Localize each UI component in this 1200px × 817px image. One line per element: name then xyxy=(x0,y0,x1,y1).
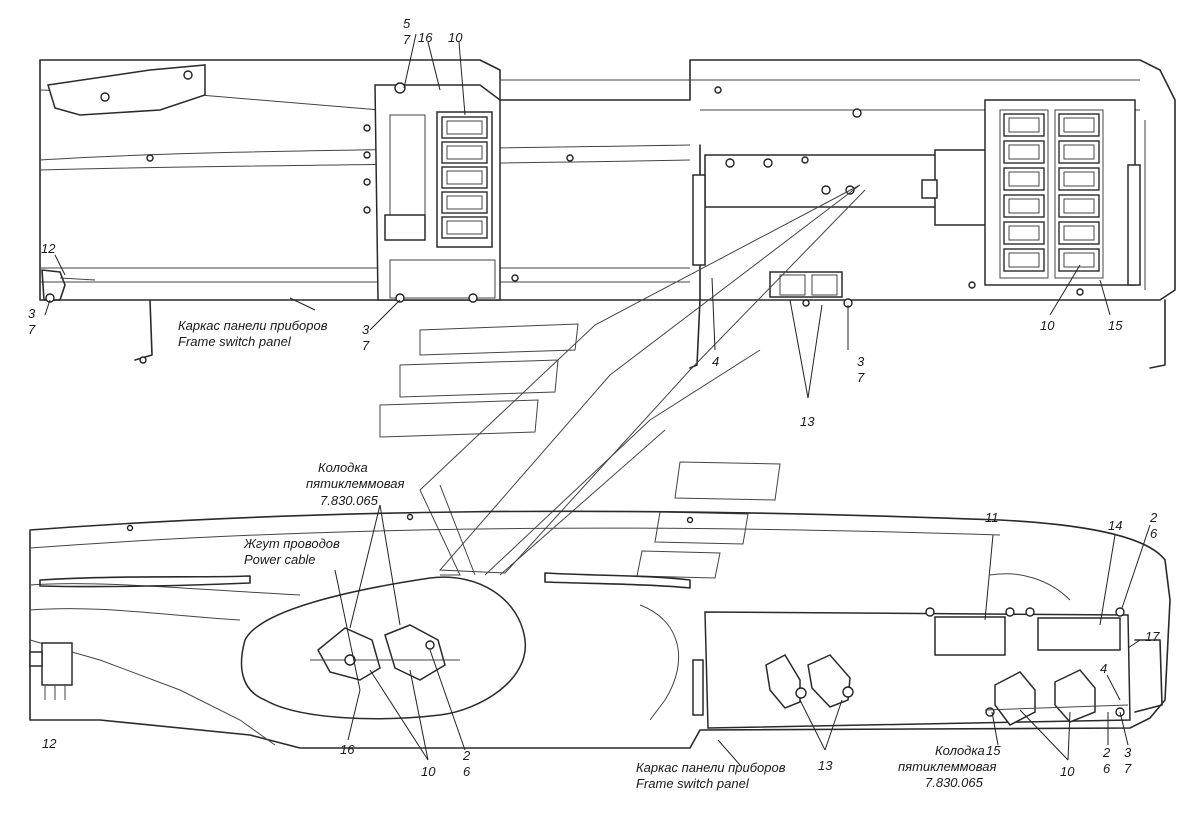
switch-key xyxy=(1008,252,1040,268)
switch-cell xyxy=(1003,248,1045,272)
switch-column-right-2 xyxy=(1058,113,1100,272)
bottom-frame xyxy=(29,510,1171,749)
callout-10: 10 xyxy=(1040,318,1055,333)
switch-key xyxy=(1063,144,1095,160)
harness-label-ru: Жгут проводов xyxy=(243,536,340,551)
switch-cell xyxy=(1003,167,1045,191)
connector-label-ru-1: Колодка xyxy=(318,460,368,475)
switch-cell xyxy=(1003,140,1045,164)
callout-15: 15 xyxy=(986,743,1001,758)
connector-label-ru-2: пятиклеммовая xyxy=(306,476,404,491)
connector2-label-ru-1: Колодка xyxy=(935,743,985,758)
callout-7: 7 xyxy=(857,370,865,385)
callout-4: 4 xyxy=(712,354,719,369)
switch-cell xyxy=(1058,113,1100,137)
switch-cell xyxy=(441,216,488,239)
frame-label-ru-bottom: Каркас панели приборов xyxy=(636,760,786,775)
bottom-right-box xyxy=(692,607,1163,729)
switch-key xyxy=(1008,144,1040,160)
leader-lines xyxy=(44,33,1151,766)
callout-6: 6 xyxy=(1103,761,1111,776)
switch-cell xyxy=(1058,221,1100,245)
switch-key xyxy=(1008,198,1040,214)
callout-7: 7 xyxy=(28,322,36,337)
frame-label-en-top: Frame switch panel xyxy=(178,334,292,349)
connector2-label-ru-2: пятиклеммовая xyxy=(898,759,996,774)
switch-key xyxy=(446,170,483,185)
switch-key xyxy=(1008,117,1040,133)
switch-key xyxy=(1063,225,1095,241)
harness-label-en: Power cable xyxy=(244,552,316,567)
top-right-panel xyxy=(689,86,1166,369)
callout-16: 16 xyxy=(418,30,433,45)
frame-label-en-bottom: Frame switch panel xyxy=(636,776,750,791)
callout-13: 13 xyxy=(800,414,815,429)
frame-label-ru-top: Каркас панели приборов xyxy=(178,318,328,333)
callout-15: 15 xyxy=(1108,318,1123,333)
switch-key xyxy=(446,220,483,235)
switch-cell xyxy=(441,191,488,214)
callout-11: 11 xyxy=(985,510,999,525)
switch-key xyxy=(446,145,483,160)
view-arrow xyxy=(379,184,866,579)
switch-cell xyxy=(441,116,488,139)
callout-6: 6 xyxy=(463,764,471,779)
callout-6: 6 xyxy=(1150,526,1158,541)
switch-cell xyxy=(1058,194,1100,218)
callout-10: 10 xyxy=(448,30,463,45)
switch-cell xyxy=(1058,140,1100,164)
callout-3: 3 xyxy=(362,322,370,337)
switch-key xyxy=(1063,117,1095,133)
switch-column-left xyxy=(441,116,488,239)
switch-column-right-1 xyxy=(1003,113,1045,272)
switch-key xyxy=(1008,171,1040,187)
connector2-label-code: 7.830.065 xyxy=(925,775,984,790)
switch-key xyxy=(1063,198,1095,214)
switch-key xyxy=(1063,171,1095,187)
callout-7: 7 xyxy=(362,338,370,353)
callout-14: 14 xyxy=(1108,518,1122,533)
callout-5: 5 xyxy=(403,16,411,31)
switch-block-left xyxy=(363,82,501,303)
switch-cell xyxy=(1003,194,1045,218)
callout-13: 13 xyxy=(818,758,833,773)
callout-3: 3 xyxy=(1124,745,1132,760)
callout-numbers-top: 5 7 16 10 12 3 7 3 7 4 3 7 13 10 15 xyxy=(28,16,1123,429)
switch-cell xyxy=(1003,221,1045,245)
callout-3: 3 xyxy=(857,354,865,369)
callout-4: 4 xyxy=(1100,661,1107,676)
callout-16: 16 xyxy=(340,742,355,757)
callout-7: 7 xyxy=(1124,761,1132,776)
switch-key xyxy=(1008,225,1040,241)
callout-2: 2 xyxy=(1102,745,1111,760)
switch-cell xyxy=(1003,113,1045,137)
callout-3: 3 xyxy=(28,306,36,321)
callout-12: 12 xyxy=(42,736,57,751)
callout-2: 2 xyxy=(1149,510,1158,525)
switch-key xyxy=(446,195,483,210)
switch-cell xyxy=(1058,167,1100,191)
text-labels: Каркас панели приборов Frame switch pane… xyxy=(178,318,996,791)
callout-numbers-bottom: 11 14 2 6 17 4 12 16 10 2 6 13 15 10 2 6… xyxy=(42,510,1160,779)
callout-12: 12 xyxy=(41,241,56,256)
callout-7: 7 xyxy=(403,32,411,47)
connector-label-code: 7.830.065 xyxy=(320,493,379,508)
callout-2: 2 xyxy=(462,748,471,763)
switch-cell xyxy=(1058,248,1100,272)
switch-key xyxy=(446,120,483,135)
callout-10: 10 xyxy=(421,764,436,779)
top-left-frame xyxy=(39,59,1176,364)
harness-area xyxy=(240,576,526,720)
callout-17: 17 xyxy=(1145,629,1160,644)
switch-cell xyxy=(441,166,488,189)
callout-10: 10 xyxy=(1060,764,1075,779)
switch-cell xyxy=(441,141,488,164)
